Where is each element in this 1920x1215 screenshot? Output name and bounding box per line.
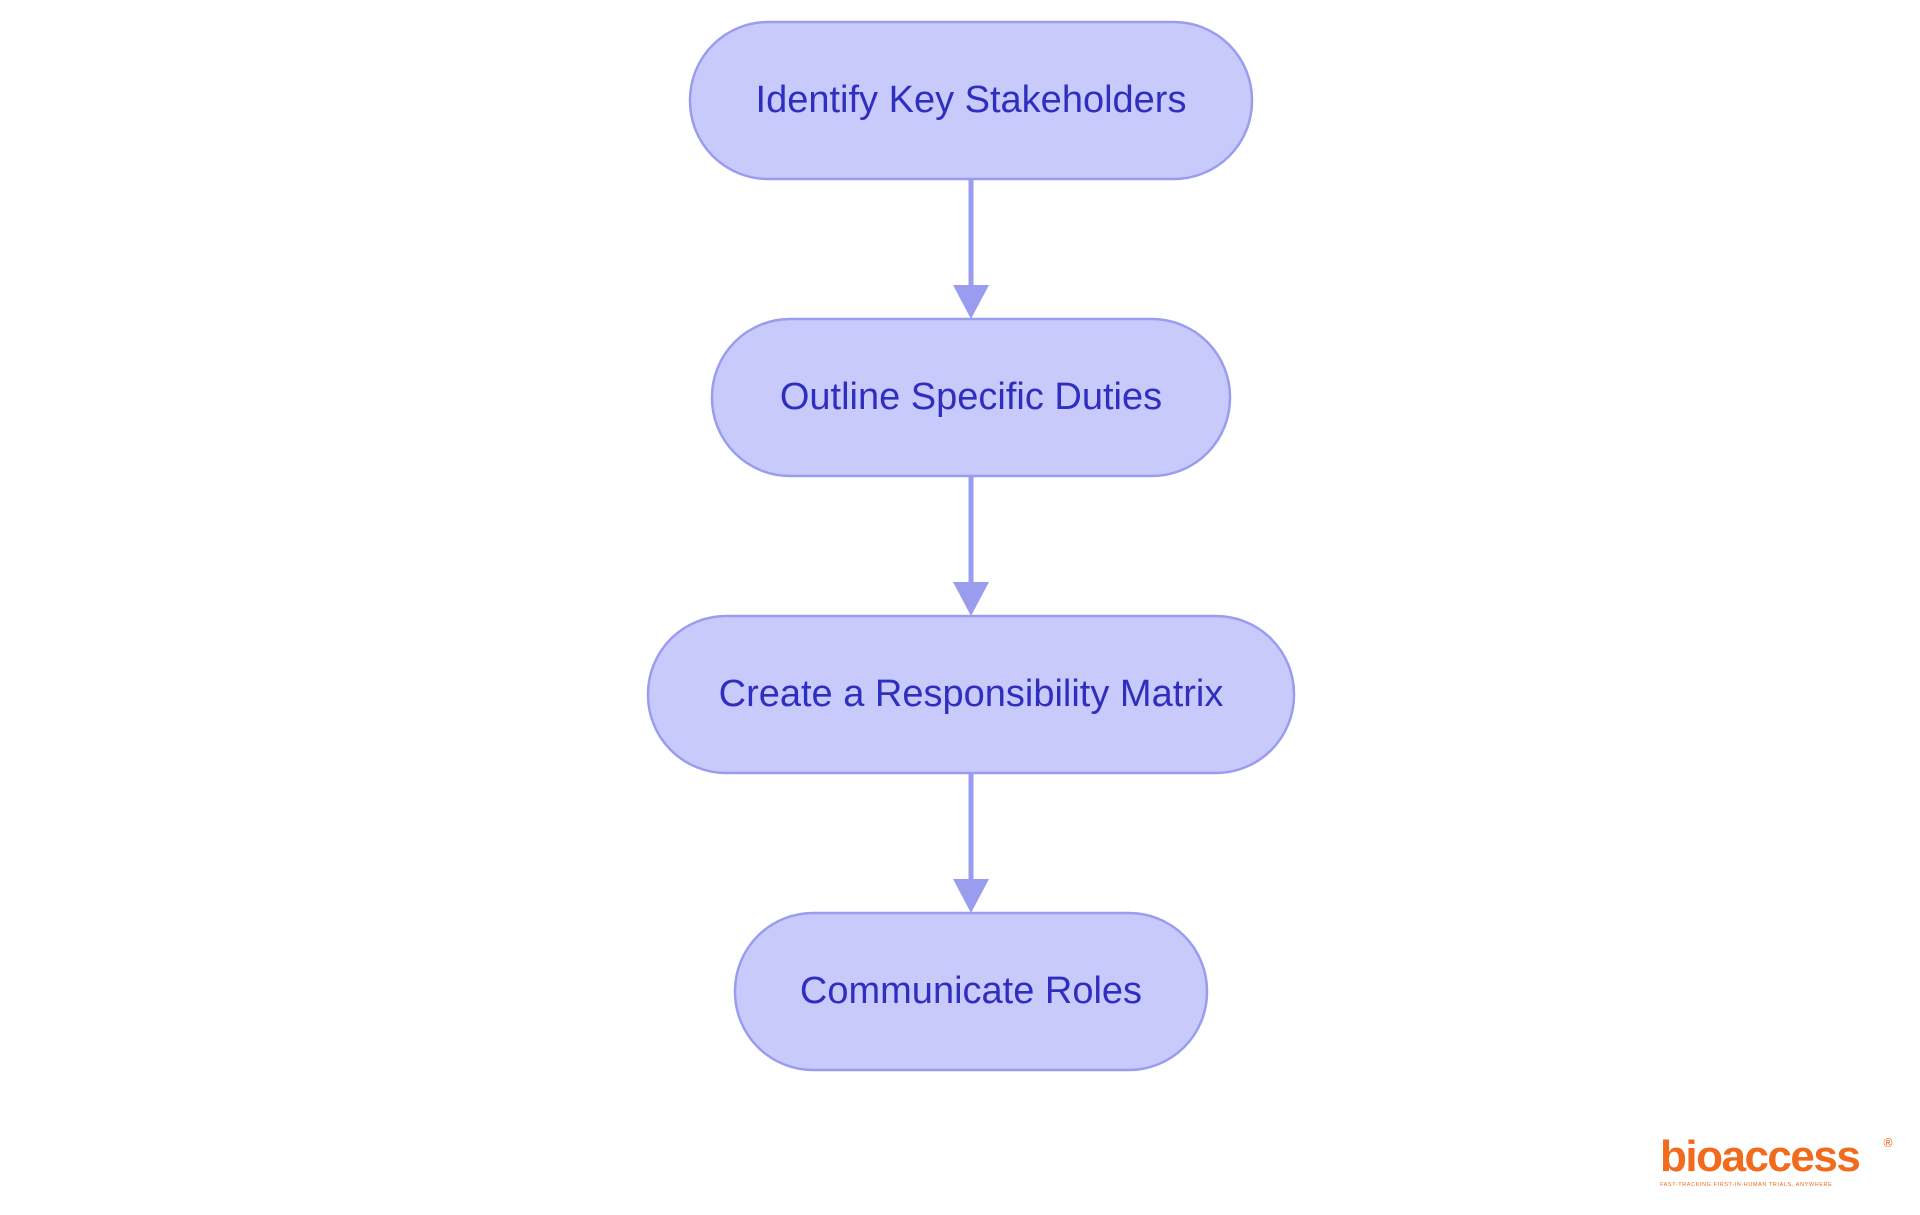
edge-1 <box>953 179 989 319</box>
edge-3 <box>953 773 989 913</box>
flow-node-outline-specific-duties: Outline Specific Duties <box>710 317 1232 478</box>
edge-2 <box>953 476 989 616</box>
node-label: Identify Key Stakeholders <box>756 79 1187 121</box>
logo-wordmark: bioaccess <box>1660 1132 1861 1181</box>
logo-tagline: FAST-TRACKING FIRST-IN-HUMAN TRIALS, ANY… <box>1660 1182 1833 1188</box>
node-label: Create a Responsibility Matrix <box>719 673 1224 715</box>
node-label: Communicate Roles <box>800 970 1142 1012</box>
node-label: Outline Specific Duties <box>780 376 1162 418</box>
bioaccess-logo: bioaccess ® FAST-TRACKING FIRST-IN-HUMAN… <box>1660 1132 1894 1195</box>
flow-node-identify-key-stakeholders: Identify Key Stakeholders <box>688 20 1254 181</box>
registered-mark-icon: ® <box>1882 1136 1894 1150</box>
flow-node-communicate-roles: Communicate Roles <box>733 911 1209 1072</box>
flow-node-create-responsibility-matrix: Create a Responsibility Matrix <box>646 614 1296 775</box>
